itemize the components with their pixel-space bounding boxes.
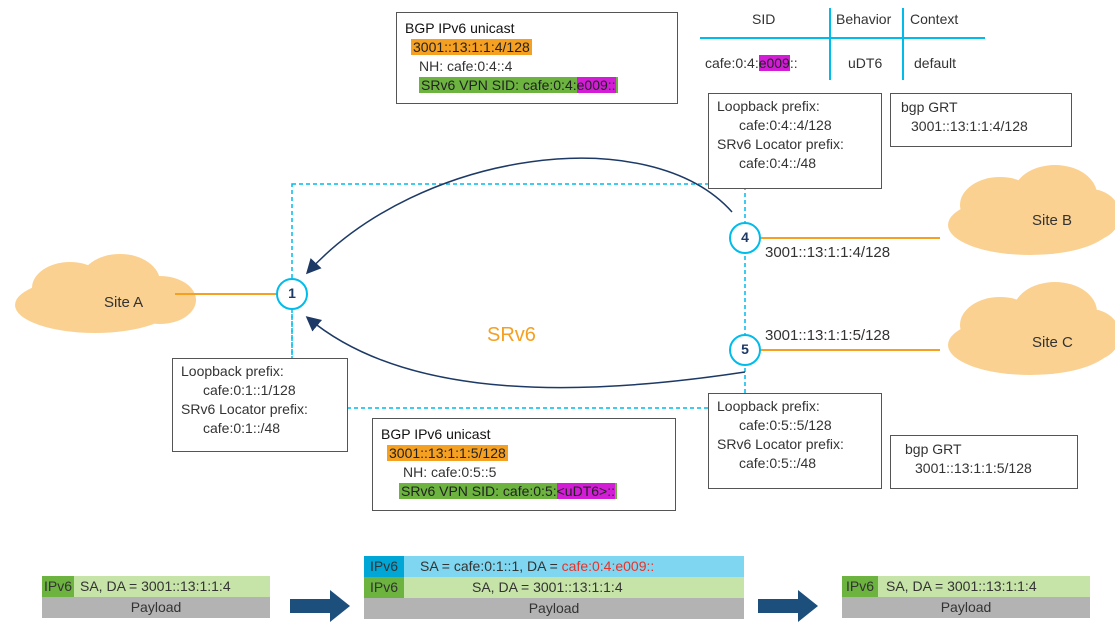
- node-5-circle: [729, 334, 761, 366]
- prefix-site-b: 3001::13:1:1:4/128: [765, 244, 891, 261]
- loopback-label: Loopback prefix:: [717, 98, 820, 114]
- bgp-advert-box-bottom: BGP IPv6 unicast 3001::13:1:1:5/128 NH: …: [372, 418, 676, 511]
- sid-value: cafe:0:4:e009::: [705, 55, 798, 71]
- behavior-header: Behavior: [836, 11, 892, 27]
- bgp-prefix: 3001::13:1:1:5/128: [387, 445, 508, 461]
- grt-value: 3001::13:1:1:5/128: [915, 460, 1032, 476]
- site-b-label: Site B: [1032, 212, 1073, 229]
- prefix-site-c: 3001::13:1:1:5/128: [765, 327, 891, 344]
- locator-value: cafe:0:1::/48: [203, 420, 281, 436]
- bgp-advert-arrow-top: [305, 157, 733, 275]
- packet-middle: IPv6 SA = cafe:0:1::1, DA = cafe:0:4:e00…: [364, 556, 744, 619]
- payload: Payload: [364, 598, 744, 619]
- node-1-label: 1: [288, 285, 296, 301]
- node-1-prefix-box: Loopback prefix: cafe:0:1::1/128 SRv6 Lo…: [172, 358, 348, 452]
- node-5-label: 5: [741, 341, 749, 357]
- bgp-sid-func: e009::: [576, 77, 616, 93]
- packet-left: IPv6 SA, DA = 3001::13:1:1:4 Payload: [42, 576, 270, 618]
- grt-value: 3001::13:1:1:4/128: [911, 118, 1028, 134]
- grt-label: bgp GRT: [905, 441, 962, 457]
- bgp-grt-box-b: bgp GRT 3001::13:1:1:4/128: [890, 93, 1072, 147]
- ipv6-tag-inner: IPv6: [364, 577, 404, 598]
- site-a-label: Site A: [104, 294, 144, 311]
- bgp-title: BGP IPv6 unicast: [381, 426, 491, 442]
- bgp-sid-prefix: SRv6 VPN SID: cafe:0:4:: [421, 77, 577, 93]
- ipv6-tag: IPv6: [42, 576, 74, 597]
- bgp-grt-box-c: bgp GRT 3001::13:1:1:5/128: [890, 435, 1078, 489]
- node-4-label: 4: [741, 229, 749, 245]
- srv6-domain-border: [291, 183, 746, 409]
- node-4-circle: [729, 222, 761, 254]
- loopback-value: cafe:0:1::1/128: [203, 382, 296, 398]
- locator-label: SRv6 Locator prefix:: [717, 436, 844, 452]
- ipv6-tag-outer: IPv6: [364, 556, 404, 577]
- bgp-sid-func: <uDT6>::: [556, 483, 615, 499]
- bgp-title: BGP IPv6 unicast: [405, 20, 515, 36]
- locator-label: SRv6 Locator prefix:: [717, 136, 844, 152]
- inner-header: SA, DA = 3001::13:1:1:4: [472, 579, 623, 595]
- site-a-cloud: [15, 254, 196, 333]
- site-c-label: Site C: [1032, 334, 1073, 351]
- payload: Payload: [842, 597, 1090, 618]
- node-1-circle: [276, 278, 308, 310]
- bgp-nh: NH: cafe:0:4::4: [419, 58, 513, 74]
- context-header: Context: [910, 11, 959, 27]
- locator-label: SRv6 Locator prefix:: [181, 401, 308, 417]
- node-5-prefix-box: Loopback prefix: cafe:0:5::5/128 SRv6 Lo…: [708, 393, 882, 489]
- loopback-label: Loopback prefix:: [717, 398, 820, 414]
- loopback-value: cafe:0:4::4/128: [739, 117, 832, 133]
- ipv6-tag: IPv6: [842, 576, 878, 597]
- loopback-label: Loopback prefix:: [181, 363, 284, 379]
- locator-value: cafe:0:5::/48: [739, 455, 817, 471]
- sid-header: SID: [752, 11, 776, 27]
- packet-header: SA, DA = 3001::13:1:1:4: [886, 578, 1037, 594]
- grt-label: bgp GRT: [901, 99, 958, 115]
- payload: Payload: [42, 597, 270, 618]
- packet-right: IPv6 SA, DA = 3001::13:1:1:4 Payload: [842, 576, 1090, 618]
- srv6-label: SRv6: [487, 324, 536, 346]
- packet-header: SA, DA = 3001::13:1:1:4: [80, 578, 231, 594]
- packet-arrow-2: [758, 590, 818, 622]
- bgp-prefix: 3001::13:1:1:4/128: [411, 39, 532, 55]
- outer-header: SA = cafe:0:1::1, DA = cafe:0:4:e009::: [420, 558, 655, 574]
- bgp-sid-prefix: SRv6 VPN SID: cafe:0:5:: [401, 483, 557, 499]
- loopback-value: cafe:0:5::5/128: [739, 417, 832, 433]
- site-c-cloud: [948, 282, 1115, 375]
- site-b-cloud: [948, 165, 1115, 255]
- behavior-value: uDT6: [848, 55, 883, 71]
- node-4-prefix-box: Loopback prefix: cafe:0:4::4/128 SRv6 Lo…: [708, 93, 882, 189]
- locator-value: cafe:0:4::/48: [739, 155, 817, 171]
- packet-arrow-1: [290, 590, 350, 622]
- bgp-nh: NH: cafe:0:5::5: [403, 464, 497, 480]
- context-value: default: [914, 55, 957, 71]
- bgp-advert-arrow-bottom: [305, 316, 746, 389]
- bgp-advert-box-top: BGP IPv6 unicast 3001::13:1:1:4/128 NH: …: [396, 12, 678, 104]
